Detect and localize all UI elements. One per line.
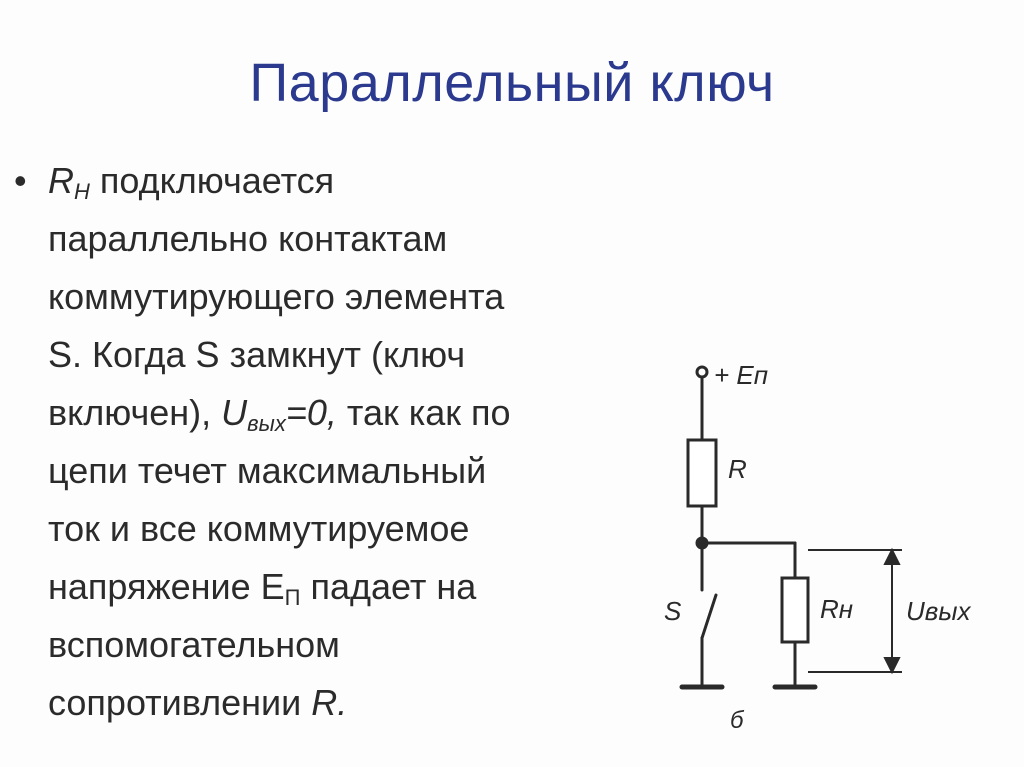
bullet-line-10: сопротивлении R. bbox=[48, 674, 648, 732]
r-label: R bbox=[728, 454, 747, 484]
line-8-b: падает на bbox=[300, 566, 477, 607]
switch-label: S bbox=[664, 596, 682, 626]
bullet-line-2: параллельно контактам bbox=[48, 218, 448, 259]
line-10-r: R. bbox=[311, 682, 348, 723]
r-sub: Н bbox=[74, 179, 90, 204]
r-main: R bbox=[48, 160, 74, 201]
line-10-a: сопротивлении bbox=[48, 682, 312, 723]
line-5-a: включен), bbox=[48, 392, 222, 433]
u-main: U bbox=[221, 392, 248, 433]
bullet-line-6: цепи течет максимальный bbox=[48, 450, 487, 491]
bullet-line-1: RН подключается bbox=[48, 152, 648, 210]
resistor-rn bbox=[780, 576, 810, 644]
supply-label: + Eп bbox=[714, 360, 768, 390]
slide-title: Параллельный ключ bbox=[249, 53, 775, 113]
bullet-line-8: напряжение ЕП падает на bbox=[48, 558, 648, 616]
line-5-b: так как по bbox=[336, 392, 511, 433]
bullet-line-9: вспомогательном bbox=[48, 624, 340, 665]
bullet-line-3: коммутирующего элемента bbox=[48, 276, 505, 317]
bullet-dot: • bbox=[14, 160, 27, 201]
resistor-r bbox=[686, 438, 718, 508]
line-8-a: напряжение Е bbox=[48, 566, 285, 607]
circuit-diagram: + Eп R Rн S Uвых б bbox=[664, 360, 971, 734]
bullet-line-7: ток и все коммутируемое bbox=[48, 508, 470, 549]
e-sub: П bbox=[284, 585, 301, 610]
bullet-line-5: включен), Uвых=0, так как по bbox=[48, 384, 648, 442]
u-eq: =0, bbox=[285, 392, 337, 433]
bottom-label: б bbox=[730, 707, 745, 734]
rn-label: Rн bbox=[820, 594, 853, 624]
line-1-rest: подключается bbox=[89, 160, 335, 201]
bullet-line-4: S. Когда S замкнут (ключ bbox=[48, 334, 466, 375]
u-sub: вых bbox=[247, 411, 286, 436]
switch-s-blade bbox=[700, 593, 718, 640]
bullet-text: RН подключается параллельно контактам ко… bbox=[48, 152, 648, 732]
uout-arrow-head-bottom bbox=[883, 657, 901, 675]
uout-label: Uвых bbox=[906, 596, 971, 626]
uout-arrow-head-top bbox=[883, 547, 901, 565]
